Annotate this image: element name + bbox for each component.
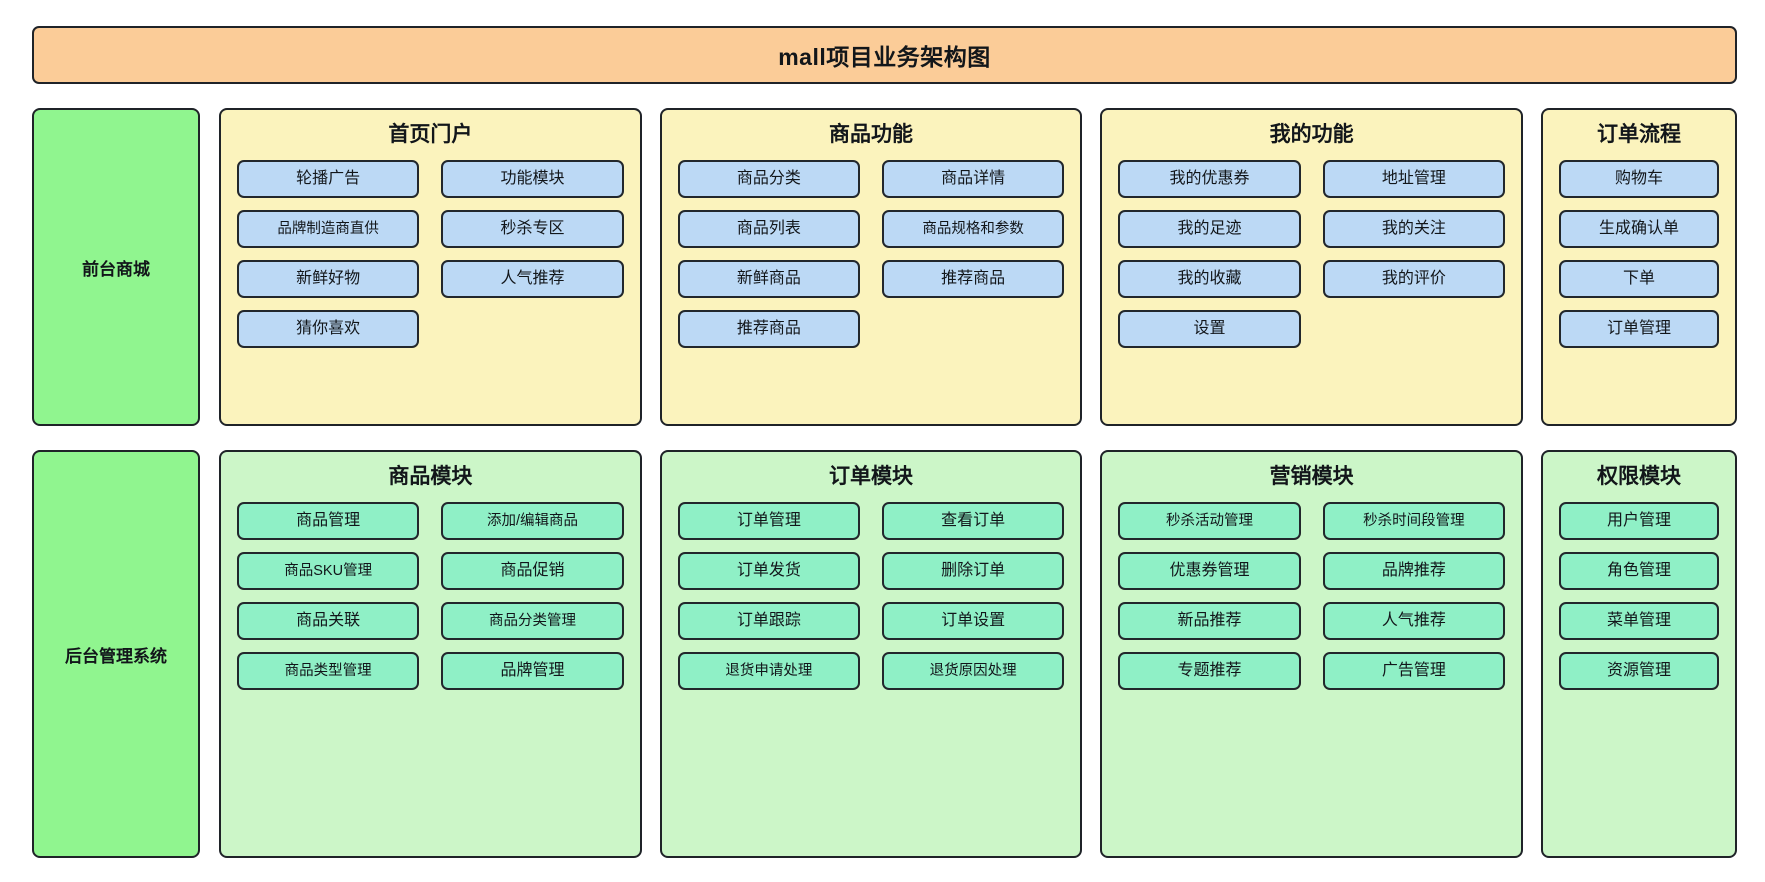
module-item[interactable]: 商品规格和参数 bbox=[882, 210, 1065, 249]
spine-label-backend: 后台管理系统 bbox=[32, 450, 200, 858]
module-item[interactable]: 专题推荐 bbox=[1118, 652, 1301, 691]
group-panel: 订单模块订单管理查看订单订单发货删除订单订单跟踪订单设置退货申请处理退货原因处理 bbox=[659, 450, 1083, 858]
group-title: 权限模块 bbox=[1597, 465, 1682, 488]
module-item[interactable]: 订单管理 bbox=[677, 502, 860, 541]
module-item[interactable]: 商品分类管理 bbox=[441, 602, 624, 641]
module-item[interactable]: 秒杀专区 bbox=[441, 210, 624, 249]
module-item[interactable]: 秒杀活动管理 bbox=[1118, 502, 1301, 541]
diagram-title: mall项目业务架构图 bbox=[32, 26, 1737, 84]
group-container-backend: 商品模块商品管理添加/编辑商品商品SKU管理商品促销商品关联商品分类管理商品类型… bbox=[219, 450, 1738, 858]
module-item[interactable]: 商品类型管理 bbox=[237, 652, 420, 691]
group-title: 订单模块 bbox=[829, 465, 913, 488]
diagram-row-backend: 后台管理系统 商品模块商品管理添加/编辑商品商品SKU管理商品促销商品关联商品分… bbox=[32, 450, 1738, 858]
module-item[interactable]: 猜你喜欢 bbox=[237, 310, 420, 349]
group-panel: 首页门户轮播广告功能模块品牌制造商直供秒杀专区新鲜好物人气推荐猜你喜欢 bbox=[219, 108, 642, 426]
module-item[interactable]: 删除订单 bbox=[882, 552, 1065, 591]
group-title: 我的功能 bbox=[1269, 123, 1354, 146]
group-item-list: 购物车生成确认单下单订单管理 bbox=[1559, 160, 1720, 349]
module-item[interactable]: 我的评价 bbox=[1322, 260, 1506, 299]
module-item[interactable]: 购物车 bbox=[1559, 160, 1720, 199]
module-item[interactable]: 订单跟踪 bbox=[677, 602, 860, 641]
module-item[interactable]: 推荐商品 bbox=[677, 310, 860, 349]
module-item[interactable]: 功能模块 bbox=[441, 160, 624, 199]
module-item[interactable]: 我的优惠券 bbox=[1118, 160, 1301, 199]
group-panel: 商品功能商品分类商品详情商品列表商品规格和参数新鲜商品推荐商品推荐商品 bbox=[659, 108, 1083, 426]
module-item[interactable]: 下单 bbox=[1559, 260, 1720, 299]
module-item[interactable]: 退货申请处理 bbox=[677, 652, 860, 691]
module-item[interactable]: 秒杀时间段管理 bbox=[1322, 502, 1506, 541]
diagram-row-frontend: 前台商城 首页门户轮播广告功能模块品牌制造商直供秒杀专区新鲜好物人气推荐猜你喜欢… bbox=[32, 108, 1738, 426]
group-item-list: 商品分类商品详情商品列表商品规格和参数新鲜商品推荐商品推荐商品 bbox=[677, 160, 1065, 349]
module-item[interactable]: 订单设置 bbox=[882, 602, 1065, 641]
group-item-list: 用户管理角色管理菜单管理资源管理 bbox=[1559, 502, 1720, 691]
group-panel: 我的功能我的优惠券地址管理我的足迹我的关注我的收藏我的评价设置 bbox=[1100, 108, 1524, 426]
module-item[interactable]: 商品列表 bbox=[677, 210, 860, 249]
module-item[interactable]: 商品SKU管理 bbox=[237, 552, 420, 591]
module-item[interactable]: 我的足迹 bbox=[1118, 210, 1301, 249]
module-item[interactable]: 品牌推荐 bbox=[1322, 552, 1506, 591]
module-item[interactable]: 轮播广告 bbox=[237, 160, 420, 199]
module-item[interactable]: 人气推荐 bbox=[1322, 602, 1506, 641]
module-item[interactable]: 品牌制造商直供 bbox=[237, 210, 420, 249]
module-item[interactable]: 我的关注 bbox=[1322, 210, 1506, 249]
module-item[interactable]: 退货原因处理 bbox=[882, 652, 1065, 691]
module-item[interactable]: 添加/编辑商品 bbox=[441, 502, 624, 541]
module-item[interactable]: 推荐商品 bbox=[882, 260, 1065, 299]
group-item-list: 轮播广告功能模块品牌制造商直供秒杀专区新鲜好物人气推荐猜你喜欢 bbox=[237, 160, 624, 349]
module-item[interactable]: 新鲜商品 bbox=[677, 260, 860, 299]
group-panel: 订单流程购物车生成确认单下单订单管理 bbox=[1541, 108, 1738, 426]
group-title: 商品功能 bbox=[829, 123, 913, 146]
group-item-list: 商品管理添加/编辑商品商品SKU管理商品促销商品关联商品分类管理商品类型管理品牌… bbox=[237, 502, 624, 691]
module-item[interactable]: 订单管理 bbox=[1559, 310, 1720, 349]
module-item[interactable]: 订单发货 bbox=[677, 552, 860, 591]
module-item[interactable]: 生成确认单 bbox=[1559, 210, 1720, 249]
module-item[interactable]: 地址管理 bbox=[1322, 160, 1506, 199]
module-item[interactable]: 用户管理 bbox=[1559, 502, 1720, 541]
group-title: 营销模块 bbox=[1269, 465, 1354, 488]
module-item[interactable]: 查看订单 bbox=[882, 502, 1065, 541]
module-item[interactable]: 优惠券管理 bbox=[1118, 552, 1301, 591]
module-item[interactable]: 商品管理 bbox=[237, 502, 420, 541]
group-panel: 营销模块秒杀活动管理秒杀时间段管理优惠券管理品牌推荐新品推荐人气推荐专题推荐广告… bbox=[1100, 450, 1524, 858]
module-item[interactable]: 新品推荐 bbox=[1118, 602, 1301, 641]
module-item[interactable]: 广告管理 bbox=[1322, 652, 1506, 691]
group-panel: 权限模块用户管理角色管理菜单管理资源管理 bbox=[1541, 450, 1738, 858]
module-item[interactable]: 菜单管理 bbox=[1559, 602, 1720, 641]
module-item[interactable]: 商品分类 bbox=[677, 160, 860, 199]
group-panel: 商品模块商品管理添加/编辑商品商品SKU管理商品促销商品关联商品分类管理商品类型… bbox=[219, 450, 642, 858]
group-title: 订单流程 bbox=[1597, 123, 1682, 146]
module-item[interactable]: 品牌管理 bbox=[441, 652, 624, 691]
module-item[interactable]: 资源管理 bbox=[1559, 652, 1720, 691]
group-item-list: 订单管理查看订单订单发货删除订单订单跟踪订单设置退货申请处理退货原因处理 bbox=[677, 502, 1065, 691]
group-title: 首页门户 bbox=[388, 123, 473, 146]
group-title: 商品模块 bbox=[388, 465, 473, 488]
group-container-frontend: 首页门户轮播广告功能模块品牌制造商直供秒杀专区新鲜好物人气推荐猜你喜欢商品功能商… bbox=[219, 108, 1738, 426]
module-item[interactable]: 商品关联 bbox=[237, 602, 420, 641]
module-item[interactable]: 新鲜好物 bbox=[237, 260, 420, 299]
module-item[interactable]: 设置 bbox=[1118, 310, 1301, 349]
module-item[interactable]: 人气推荐 bbox=[441, 260, 624, 299]
spine-label-frontend: 前台商城 bbox=[32, 108, 200, 426]
module-item[interactable]: 我的收藏 bbox=[1118, 260, 1301, 299]
module-item[interactable]: 商品详情 bbox=[882, 160, 1065, 199]
group-item-list: 秒杀活动管理秒杀时间段管理优惠券管理品牌推荐新品推荐人气推荐专题推荐广告管理 bbox=[1118, 502, 1506, 691]
module-item[interactable]: 商品促销 bbox=[441, 552, 624, 591]
group-item-list: 我的优惠券地址管理我的足迹我的关注我的收藏我的评价设置 bbox=[1118, 160, 1506, 349]
module-item[interactable]: 角色管理 bbox=[1559, 552, 1720, 591]
